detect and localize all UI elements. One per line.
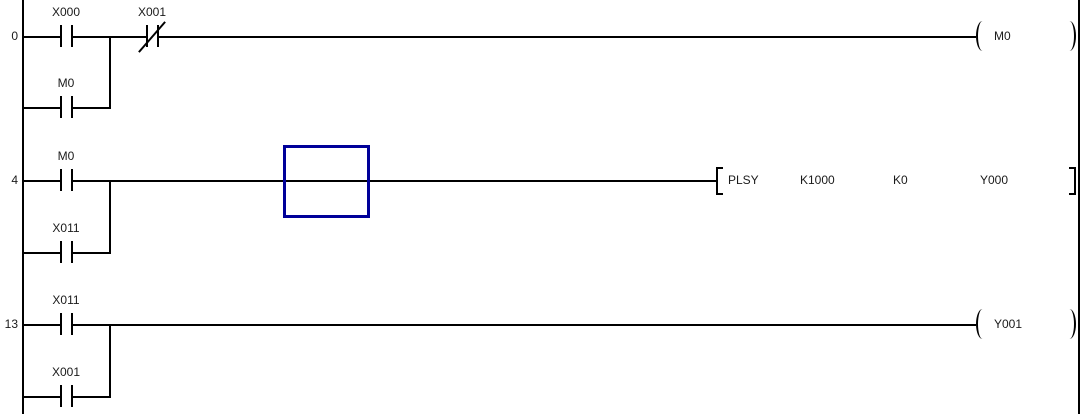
- rung-4-wire: [73, 180, 716, 182]
- rung-0-step-number: 0: [11, 29, 18, 43]
- contact-label: X000: [51, 5, 81, 19]
- contact-label: X011: [52, 293, 80, 307]
- contact-label: M0: [57, 149, 75, 163]
- contact-bar: [71, 241, 73, 263]
- rung-0-branch-wire: [73, 107, 111, 109]
- contact-bar: [71, 96, 73, 118]
- contact-bar: [71, 25, 73, 47]
- contact-label: X001: [51, 365, 81, 379]
- rung-4-branch-wire: [24, 252, 60, 254]
- contact-label: X011: [52, 221, 80, 235]
- coil-close-paren: [1063, 21, 1076, 51]
- rung-4-wire: [24, 180, 60, 182]
- rung-0-branch-wire: [109, 36, 111, 109]
- rung-0-branch-wire: [24, 107, 60, 109]
- contact-label: M0: [57, 76, 75, 90]
- coil-close-paren: [1063, 309, 1076, 339]
- rung-0-wire: [159, 36, 976, 38]
- contact-bar: [60, 96, 62, 118]
- contact-bar: [60, 313, 62, 335]
- contact-bar: [146, 25, 148, 47]
- contact-label: X001: [137, 5, 167, 19]
- contact-bar: [71, 385, 73, 407]
- coil-open-paren: [976, 309, 989, 339]
- instruction-operand-3: Y000: [980, 173, 1009, 187]
- left-power-rail: [22, 0, 24, 414]
- rung-0-wire: [24, 36, 60, 38]
- right-power-rail: [1078, 0, 1080, 414]
- contact-bar: [71, 313, 73, 335]
- contact-bar: [60, 241, 62, 263]
- coil-label: M0: [994, 29, 1011, 43]
- instruction-open-bracket: [716, 167, 723, 195]
- rung-13-step-number: 13: [4, 317, 18, 331]
- rung-13-branch-wire: [24, 396, 60, 398]
- rung-13-branch-wire: [73, 396, 111, 398]
- instruction-close-bracket: [1069, 167, 1076, 195]
- rung-4-branch-wire: [73, 252, 111, 254]
- instruction-mnemonic: PLSY: [728, 173, 759, 187]
- contact-bar: [71, 169, 73, 191]
- contact-bar: [60, 385, 62, 407]
- instruction-operand-2: K0: [893, 173, 908, 187]
- rung-13-branch-wire: [109, 324, 111, 398]
- rung-4-step-number: 4: [11, 173, 18, 187]
- cursor-cell[interactable]: [283, 145, 370, 218]
- instruction-operand-1: K1000: [800, 173, 835, 187]
- coil-open-paren: [976, 21, 989, 51]
- rung-13-wire: [24, 324, 60, 326]
- contact-bar: [60, 25, 62, 47]
- coil-label: Y001: [994, 317, 1023, 331]
- contact-bar: [157, 25, 159, 47]
- rung-4-branch-wire: [109, 180, 111, 254]
- contact-bar: [60, 169, 62, 191]
- rung-13-wire: [73, 324, 976, 326]
